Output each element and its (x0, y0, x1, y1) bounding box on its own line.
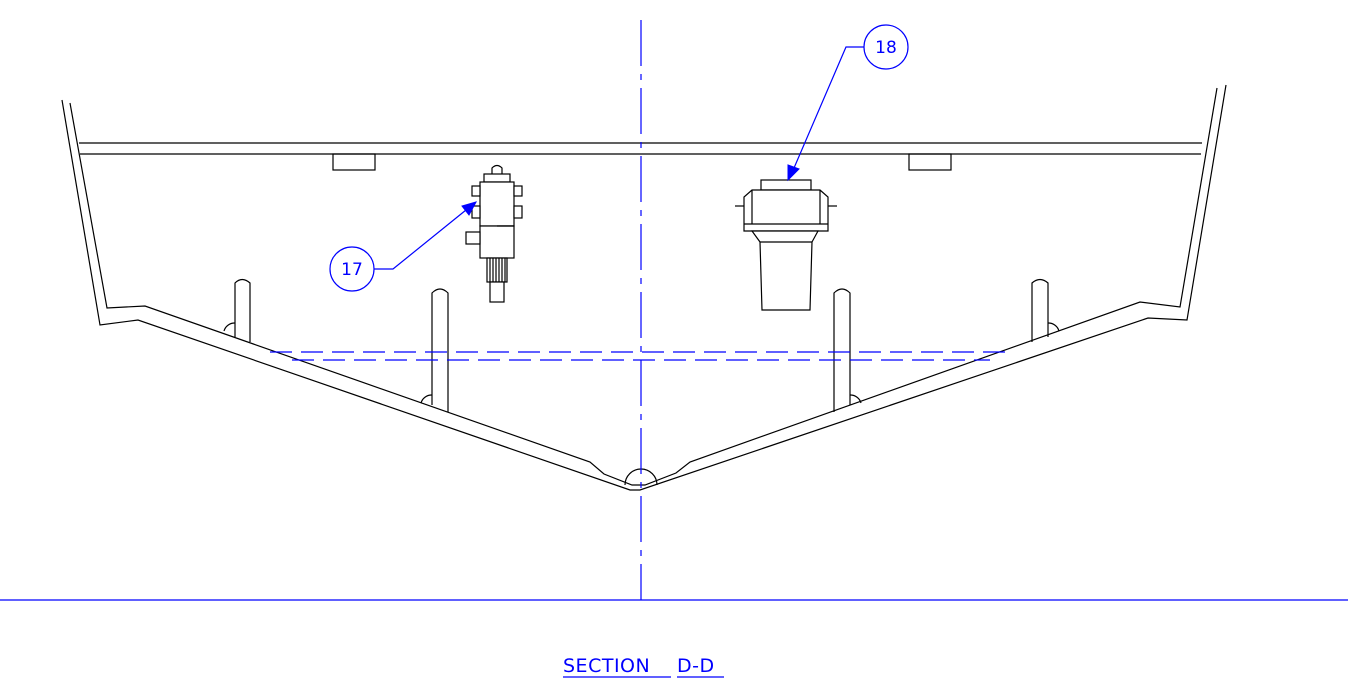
frame-stbd-outer-bracket (1047, 322, 1060, 332)
frame-port-outer (234, 278, 251, 342)
hull-frames (223, 278, 1060, 412)
hull-section (61, 84, 1227, 491)
pump-cap (483, 173, 511, 183)
callout-18: 18 (787, 24, 909, 182)
frame-stbd-inner-bracket (849, 394, 862, 404)
pump-body-lower (479, 225, 515, 259)
callout-18-arrowhead (787, 164, 800, 182)
filter-top-cap (760, 179, 812, 191)
pump-flange-left-top (471, 185, 481, 197)
hull-inner-line (69, 87, 1218, 486)
pump-flange-right-bottom (513, 205, 523, 219)
component-17-pump (465, 164, 523, 303)
callout-17-label: 17 (341, 260, 363, 280)
frame-port-outer-bracket (223, 322, 236, 332)
pump-top-knob (491, 164, 503, 174)
pump-flange-left-bottom (471, 205, 481, 219)
callout-17: 17 (329, 201, 478, 292)
pump-side-port (465, 231, 481, 245)
pump-body-upper (479, 181, 515, 227)
component-18-filter (735, 179, 837, 311)
section-title-word: SECTION (563, 655, 650, 677)
section-title: SECTION D-D (563, 655, 724, 678)
frame-stbd-outer (1031, 278, 1049, 342)
callout-18-label: 18 (875, 38, 897, 58)
pump-thread-lines (489, 258, 506, 282)
callout-18-leader (793, 46, 864, 169)
callout-17-arrowhead (461, 201, 478, 216)
frame-port-inner-bracket (420, 394, 433, 404)
hull-outer-line (61, 84, 1227, 491)
pump-flange-right-top (513, 185, 523, 197)
filter-bowl (750, 230, 820, 311)
pump-outlet-nozzle (489, 281, 505, 303)
frame-port-inner (431, 288, 449, 412)
filter-head (743, 189, 829, 232)
deck-beam-right (908, 153, 952, 171)
frame-stbd-inner (833, 288, 851, 412)
water-lines (270, 351, 1012, 361)
callout-17-leader (374, 209, 467, 270)
deck-beam-left (332, 153, 376, 171)
section-title-id: D-D (677, 655, 715, 677)
